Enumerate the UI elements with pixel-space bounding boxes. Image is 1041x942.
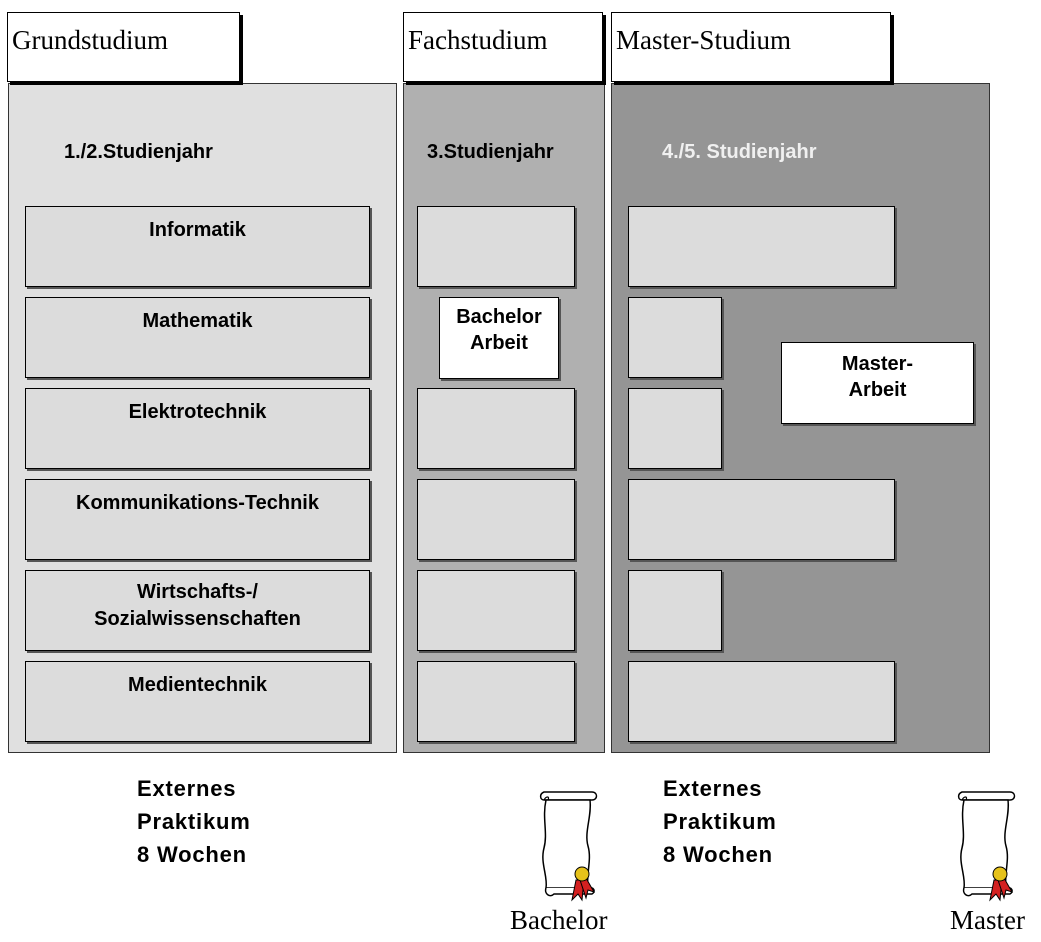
subject-label: Kommunikations-Technik bbox=[76, 492, 319, 514]
subject-box-mathematik: Mathematik bbox=[25, 297, 370, 378]
year-label-grund: 1./2.Studienjahr bbox=[64, 141, 213, 163]
diploma-scroll-icon bbox=[954, 788, 1024, 903]
phase-tab-fachstudium: Fachstudium bbox=[403, 12, 603, 82]
subject-label: Elektrotechnik bbox=[128, 401, 267, 423]
year-label-fach: 3.Studienjahr bbox=[427, 141, 554, 163]
fach-module-box bbox=[417, 661, 575, 742]
phase-tab-master-studium: Master-Studium bbox=[611, 12, 891, 82]
diploma-scroll-icon bbox=[536, 788, 606, 903]
subject-box-wirtschafts-sozialwissenschaften: Wirtschafts-/ Sozialwissenschaften bbox=[25, 570, 370, 651]
master-module-box-small bbox=[628, 570, 722, 651]
phase-tab-grundstudium: Grundstudium bbox=[7, 12, 240, 82]
fach-module-box bbox=[417, 388, 575, 469]
subject-box-kommunikationstechnik: Kommunikations-Technik bbox=[25, 479, 370, 560]
year-label-master: 4./5. Studienjahr bbox=[662, 141, 817, 163]
subject-label: Mathematik bbox=[142, 310, 253, 332]
master-module-box-wide bbox=[628, 479, 895, 560]
master-thesis-box: Master- Arbeit bbox=[781, 342, 974, 424]
master-module-box-small bbox=[628, 388, 722, 469]
internship-text-second: Externes Praktikum 8 Wochen bbox=[663, 776, 777, 867]
subject-box-medientechnik: Medientechnik bbox=[25, 661, 370, 742]
bachelor-thesis-box: Bachelor Arbeit bbox=[439, 297, 559, 379]
master-module-box-wide bbox=[628, 661, 895, 742]
subject-label: Informatik bbox=[149, 219, 246, 241]
fach-module-box bbox=[417, 479, 575, 560]
subject-label: Wirtschafts-/ Sozialwissenschaften bbox=[94, 581, 301, 630]
fach-module-box bbox=[417, 206, 575, 287]
internship-text-first: Externes Praktikum 8 Wochen bbox=[137, 776, 251, 867]
master-module-box-wide bbox=[628, 206, 895, 287]
subject-box-elektrotechnik: Elektrotechnik bbox=[25, 388, 370, 469]
degree-label-bachelor: Bachelor bbox=[510, 905, 608, 935]
subject-label: Medientechnik bbox=[128, 674, 267, 696]
master-module-box-small bbox=[628, 297, 722, 378]
degree-label-master: Master bbox=[950, 905, 1025, 935]
subject-box-informatik: Informatik bbox=[25, 206, 370, 287]
fach-module-box bbox=[417, 570, 575, 651]
